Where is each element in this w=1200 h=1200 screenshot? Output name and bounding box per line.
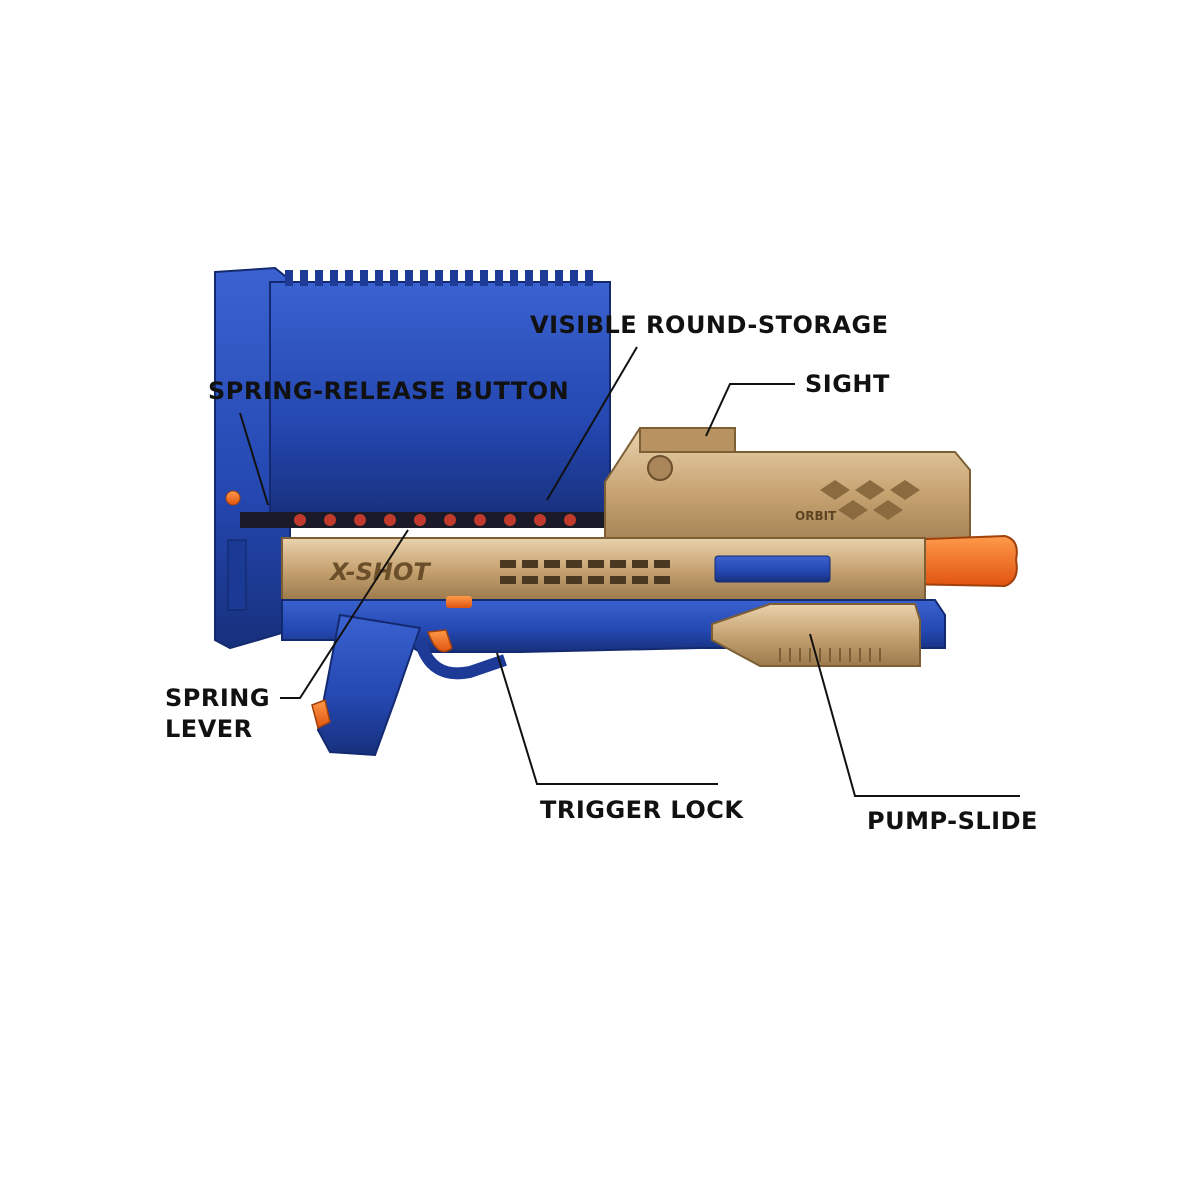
leader-sight	[705, 383, 795, 437]
label-pump-slide: PUMP-SLIDE	[867, 807, 1038, 835]
grip-orange-cap	[311, 698, 331, 730]
leader-trigger-lock	[496, 652, 718, 785]
stock-label-plate	[227, 539, 247, 611]
label-spring-release-button: SPRING-RELEASE BUTTON	[208, 377, 570, 405]
round-storage-window	[240, 512, 620, 528]
blue-side-tab	[714, 555, 831, 583]
leader-spring-lever	[280, 529, 409, 699]
trigger-lock-switch	[446, 596, 472, 608]
leader-pump-slide	[809, 633, 1020, 797]
housing-model-mark: ORBIT	[795, 509, 837, 523]
label-spring-lever-line2: LEVER	[165, 715, 253, 743]
label-trigger-lock: TRIGGER LOCK	[540, 796, 744, 824]
sight-lens	[647, 455, 673, 481]
trigger	[426, 629, 453, 653]
pump-slide	[711, 603, 921, 667]
label-spring-lever-line1: SPRING	[165, 684, 271, 712]
side-vents	[500, 560, 670, 584]
pump-grip-ridges	[779, 648, 881, 662]
spring-release-button	[225, 490, 241, 506]
barrel-tip	[899, 534, 1018, 588]
top-rail-teeth	[285, 270, 593, 286]
label-sight: SIGHT	[805, 370, 890, 398]
sight-rail	[639, 427, 736, 453]
storage-rounds	[294, 514, 576, 526]
label-visible-round-storage: VISIBLE ROUND-STORAGE	[530, 311, 889, 339]
trigger-guard	[414, 638, 507, 680]
pistol-grip	[316, 613, 422, 757]
front-honeycomb-vents	[820, 480, 920, 520]
leader-spring-release-button	[239, 412, 269, 506]
brand-mark: X-SHOT	[328, 558, 431, 586]
leader-visible-round-storage	[546, 346, 638, 501]
